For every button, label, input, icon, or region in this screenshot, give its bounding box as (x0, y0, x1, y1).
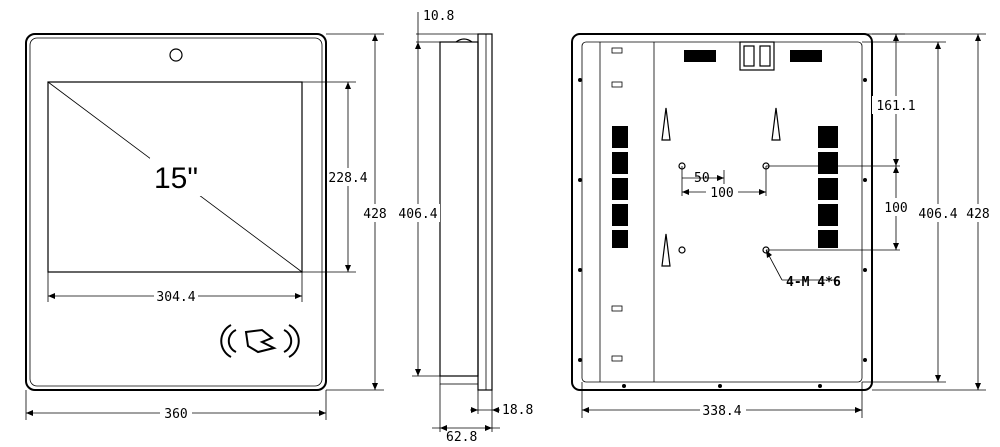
rear-inner-frame (581, 41, 863, 383)
screen-width-label: 304.4 (156, 290, 195, 305)
side-top-offset-label: 10.8 (423, 9, 454, 24)
overall-width-label: 360 (164, 407, 187, 422)
screen-height-label: 228.4 (328, 171, 367, 186)
rear-inner-height-label: 406.4 (918, 207, 957, 222)
rear-outer-frame (571, 33, 873, 391)
top-grilles (684, 50, 822, 62)
side-view: 10.8 406.4 18.8 62.8 (396, 9, 533, 445)
connector-ports (739, 41, 775, 71)
rear-view: 161.1 100 50 100 4-M 4*6 406.4 (571, 33, 990, 419)
screw-spec-label: 4-M 4*6 (786, 275, 841, 290)
camera-icon (169, 48, 183, 62)
mounting-hooks (661, 107, 781, 267)
nfc-contactless-icon (220, 324, 300, 358)
rear-vertical-spacing-label: 100 (884, 201, 907, 216)
left-vent-slots (612, 126, 628, 248)
rear-overall-height-label: 428 (966, 207, 989, 222)
side-body (439, 41, 479, 377)
screen-size-label: 15" (154, 162, 198, 195)
side-inner-height-label: 406.4 (398, 207, 437, 222)
side-total-depth-label: 62.8 (446, 430, 477, 445)
right-vent-slots (818, 126, 838, 248)
side-bezel-depth-label: 18.8 (502, 403, 533, 418)
rear-screws (578, 78, 867, 388)
overall-height-label: 428 (363, 207, 386, 222)
front-bezel-outer (25, 33, 327, 391)
rear-clips (611, 47, 623, 362)
front-view: 15" 228.4 428 304.4 (25, 33, 387, 422)
rear-top-to-hole-label: 161.1 (876, 99, 915, 114)
rear-half-spacing-label: 50 (694, 171, 710, 186)
rear-inner-width-label: 338.4 (702, 404, 741, 419)
side-bezel (477, 33, 493, 391)
rear-horizontal-spacing-label: 100 (710, 186, 733, 201)
front-bezel-inner (29, 37, 323, 387)
screen-area (47, 81, 303, 273)
